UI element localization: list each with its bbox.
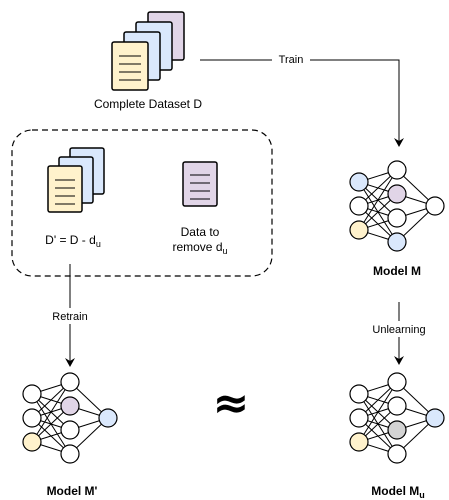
train-label-bg xyxy=(272,51,310,67)
network-node xyxy=(387,372,407,392)
network-node xyxy=(387,184,407,204)
removed-data-doc-icon xyxy=(182,161,218,207)
network-node xyxy=(349,384,369,404)
network-node xyxy=(387,420,407,440)
complete-dataset-label: Complete Dataset D xyxy=(94,97,202,111)
retrain-label: Retrain xyxy=(52,311,87,323)
network-node xyxy=(349,196,369,216)
network-node xyxy=(349,408,369,428)
network-node xyxy=(387,232,407,252)
model-mu-network xyxy=(349,372,445,464)
model-mu-label: Model Mu xyxy=(371,484,425,500)
retained-dataset-label: D' = D - du xyxy=(45,233,101,249)
model-m-prime-network xyxy=(22,372,118,464)
unlearning-label-bg xyxy=(364,321,434,337)
network-node xyxy=(349,220,369,240)
approx-symbol: ≈ xyxy=(213,378,250,429)
unlearning-label: Unlearning xyxy=(372,324,425,336)
removed-data-label-line2: remove du xyxy=(172,240,227,256)
train-arrow xyxy=(200,59,404,147)
network-node xyxy=(425,408,445,428)
network-node xyxy=(349,172,369,192)
network-node xyxy=(387,160,407,180)
network-edge xyxy=(31,381,71,443)
network-node xyxy=(349,432,369,452)
model-m-prime-label: Model M' xyxy=(47,484,98,498)
network-node xyxy=(60,396,80,416)
network-node xyxy=(22,408,42,428)
network-node xyxy=(387,208,407,228)
network-node xyxy=(60,420,80,440)
network-edge xyxy=(358,169,398,231)
network-node xyxy=(60,372,80,392)
network-node xyxy=(22,432,42,452)
network-node xyxy=(98,408,118,428)
network-node xyxy=(60,444,80,464)
network-node xyxy=(387,396,407,416)
network-node xyxy=(425,196,445,216)
dashed-subset-group xyxy=(11,129,273,277)
train-label: Train xyxy=(279,54,304,66)
model-m-label: Model M xyxy=(373,264,421,278)
model-m-network xyxy=(349,160,445,252)
network-node xyxy=(22,384,42,404)
retrain-label-bg xyxy=(45,308,95,324)
retained-dataset-stack-icon xyxy=(47,147,105,213)
removed-data-label-line1: Data to xyxy=(181,225,220,239)
network-node xyxy=(387,444,407,464)
network-edge xyxy=(358,381,398,443)
complete-dataset-stack-icon xyxy=(111,11,185,91)
